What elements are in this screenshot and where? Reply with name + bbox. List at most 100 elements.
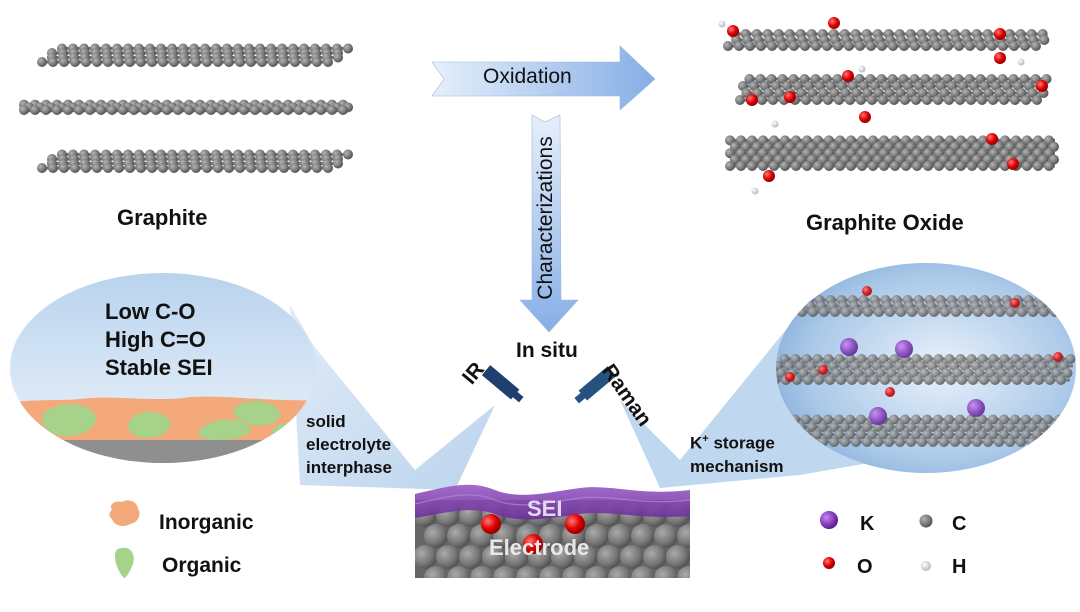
carbon-atom	[195, 105, 205, 115]
carbon-atom	[822, 41, 832, 51]
carbon-atom	[988, 414, 998, 425]
carbon-atom	[878, 95, 888, 105]
carbon-atom	[988, 95, 998, 105]
carbon-atom	[867, 95, 877, 105]
storage-word: storage	[708, 433, 775, 453]
carbon-atom	[818, 422, 828, 432]
raman-probe	[574, 366, 617, 404]
carbon-atom	[1062, 368, 1073, 378]
sei-caption-line-1: solid	[306, 412, 346, 431]
carbon-atom	[235, 57, 245, 67]
carbon-atom	[250, 105, 260, 115]
carbon-atom	[1031, 41, 1041, 51]
oxygen-atom	[1053, 352, 1063, 362]
carbon-atom	[829, 437, 839, 447]
carbon-atom	[125, 57, 135, 67]
carbon-atom	[922, 95, 932, 105]
electrode-atom	[643, 545, 667, 569]
carbon-atom	[950, 437, 960, 447]
carbon-atom	[834, 429, 844, 440]
carbon-atom	[955, 95, 965, 105]
electrode-label: Electrode	[489, 535, 590, 560]
carbon-atom	[950, 422, 960, 432]
carbon-atom	[928, 422, 938, 432]
carbon-atom	[851, 437, 861, 447]
carbon-atom	[294, 105, 304, 115]
carbon-atom	[224, 57, 234, 67]
carbon-atom	[147, 57, 157, 67]
carbon-atom	[70, 163, 80, 173]
electrode-atom	[666, 545, 690, 569]
oxygen-atom	[1007, 158, 1019, 170]
electrode-atom	[654, 566, 678, 578]
oxygen-atom	[1036, 80, 1048, 92]
carbon-atom	[801, 95, 811, 105]
carbon-atom	[824, 161, 834, 171]
organic-blob-icon	[115, 547, 134, 578]
carbon-atom	[819, 307, 829, 317]
carbon-atom	[955, 414, 965, 425]
carbon-atom	[125, 163, 135, 173]
carbon-atom	[983, 437, 993, 447]
carbon-atom	[845, 429, 855, 440]
carbon-atom	[338, 105, 348, 115]
carbon-atom	[279, 163, 289, 173]
carbon-atom	[966, 429, 976, 440]
electrode-atom	[608, 566, 632, 578]
carbon-atom	[999, 95, 1009, 105]
carbon-atom	[961, 422, 971, 432]
carbon-atom	[802, 161, 812, 171]
carbon-atom	[877, 41, 887, 51]
carbon-atom	[202, 57, 212, 67]
electrode-atom	[436, 545, 460, 569]
carbon-atom	[934, 161, 944, 171]
carbon-atom	[807, 422, 817, 432]
electrode-atom	[677, 524, 690, 548]
carbon-atom	[889, 95, 899, 105]
carbon-atom	[857, 161, 867, 171]
oxidation-arrow	[431, 45, 656, 111]
carbon-atom	[1021, 414, 1031, 425]
carbon-atom	[279, 57, 289, 67]
carbon-atom	[968, 375, 978, 385]
carbon-atom	[977, 414, 987, 425]
carbon-atom	[907, 307, 917, 317]
carbon-atom	[879, 161, 889, 171]
carbon-atom	[118, 105, 128, 115]
carbon-atom	[202, 163, 212, 173]
carbon-atom	[37, 57, 47, 67]
carbon-atom	[829, 422, 839, 432]
carbon-atom	[911, 429, 921, 440]
carbon-atom	[972, 437, 982, 447]
in-situ-label: In situ	[516, 339, 578, 362]
carbon-atom	[272, 105, 282, 115]
carbon-atom	[900, 95, 910, 105]
carbon-atom	[173, 105, 183, 115]
carbon-atom	[808, 307, 818, 317]
carbon-atom	[213, 163, 223, 173]
legend-k-label: K	[860, 513, 875, 535]
carbon-atom	[1017, 307, 1027, 317]
carbon-atom	[1012, 375, 1022, 385]
carbon-atom	[224, 163, 234, 173]
electrode-atom	[539, 566, 563, 578]
carbon-atom	[995, 307, 1005, 317]
carbon-atom	[1043, 414, 1053, 425]
carbon-atom	[169, 57, 179, 67]
carbon-atom	[973, 307, 983, 317]
carbon-atom	[862, 437, 872, 447]
carbon-atom	[841, 307, 851, 317]
carbon-atom	[801, 414, 811, 425]
carbon-atom	[1060, 422, 1070, 432]
oxygen-atom	[986, 133, 998, 145]
carbon-atom	[976, 41, 986, 51]
carbon-atom	[1065, 414, 1075, 425]
carbon-atom	[184, 105, 194, 115]
carbon-atom	[884, 437, 894, 447]
carbon-atom	[972, 422, 982, 432]
electrode-atom	[447, 524, 471, 548]
carbon-atom	[257, 163, 267, 173]
carbon-atom	[1001, 375, 1011, 385]
carbon-atom	[989, 161, 999, 171]
carbon-atom	[946, 375, 956, 385]
